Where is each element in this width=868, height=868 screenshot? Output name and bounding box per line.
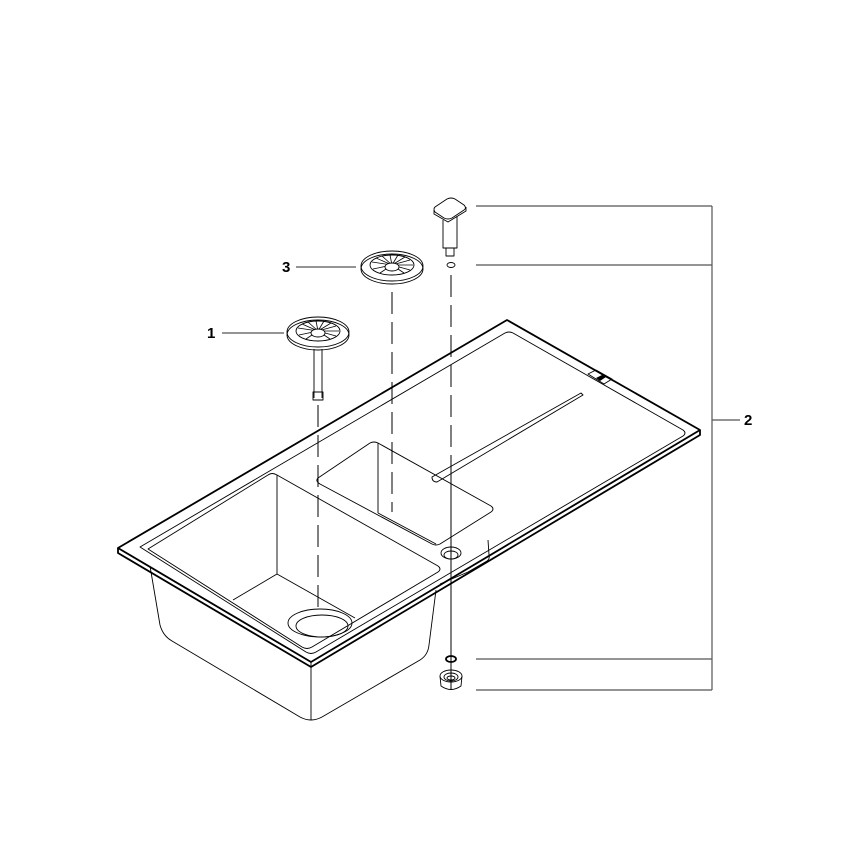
- part-2-seal-upper[interactable]: [446, 262, 456, 268]
- callout-label-3: 3: [282, 259, 291, 276]
- sink-body: [117, 319, 701, 721]
- callout-lines: [222, 205, 740, 691]
- part-2-nut[interactable]: [439, 669, 463, 690]
- callout-label-1: 1: [207, 325, 216, 342]
- assembly-axes: [317, 275, 452, 690]
- callout-label-2: 2: [744, 412, 753, 429]
- part-2-seal-lower[interactable]: [445, 655, 457, 663]
- part-1-strainer-with-stem[interactable]: [286, 316, 350, 401]
- part-2-control-knob[interactable]: [433, 197, 467, 257]
- part-3-strainer-basket[interactable]: [360, 250, 424, 285]
